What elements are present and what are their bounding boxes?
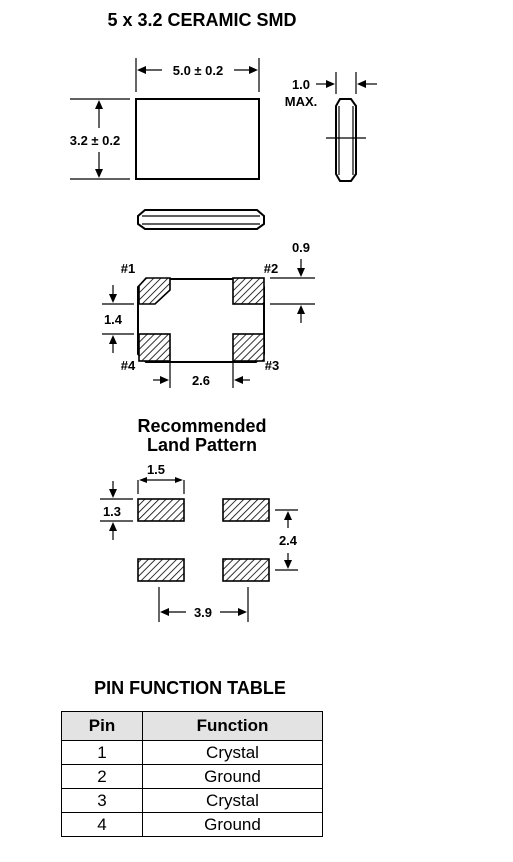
width-dimension: 3.2 ± 0.2 bbox=[70, 133, 121, 148]
land-pitch-h-dimension: 3.9 bbox=[194, 605, 212, 620]
pad-1 bbox=[138, 277, 171, 305]
table-row: 4 Ground bbox=[61, 812, 323, 837]
land-pattern: Recommended Land Pattern 1.5 1.3 2.4 bbox=[100, 416, 298, 622]
cell-function: Ground bbox=[142, 812, 323, 837]
package-front-view bbox=[137, 209, 265, 230]
length-dimension: 5.0 ± 0.2 bbox=[173, 63, 224, 78]
height-dimension: 1.0 bbox=[292, 77, 310, 92]
package-side-view: 1.0 MAX. bbox=[285, 72, 377, 182]
pad-pitch-dimension: 1.4 bbox=[104, 312, 123, 327]
cell-pin: 1 bbox=[61, 740, 143, 765]
cell-pin: 4 bbox=[61, 812, 143, 837]
package-top-view: 5.0 ± 0.2 3.2 ± 0.2 bbox=[70, 58, 260, 180]
table-header-row: Pin Function bbox=[61, 711, 323, 741]
cell-function: Crystal bbox=[142, 740, 323, 765]
land-pad-height-dimension: 1.3 bbox=[103, 504, 121, 519]
pin-1-label: #1 bbox=[121, 261, 135, 276]
cell-pin: 3 bbox=[61, 788, 143, 813]
pin-table-title: PIN FUNCTION TABLE bbox=[94, 678, 286, 698]
land-pattern-title-1: Recommended bbox=[137, 416, 266, 436]
land-pitch-v-dimension: 2.4 bbox=[279, 533, 298, 548]
header-function: Function bbox=[142, 711, 323, 741]
land-pad-bottom-right bbox=[222, 558, 270, 582]
pad-3 bbox=[232, 333, 265, 362]
land-pad-bottom-left bbox=[137, 558, 185, 582]
pin-2-label: #2 bbox=[264, 261, 278, 276]
height-max-note: MAX. bbox=[285, 94, 318, 109]
land-pad-width-dimension: 1.5 bbox=[147, 462, 165, 477]
pad-height-dimension: 0.9 bbox=[292, 240, 310, 255]
pin-4-label: #4 bbox=[121, 358, 136, 373]
table-row: 2 Ground bbox=[61, 764, 323, 789]
table-row: 1 Crystal bbox=[61, 740, 323, 765]
land-pad-top-right bbox=[222, 498, 270, 522]
table-row: 3 Crystal bbox=[61, 788, 323, 813]
package-bottom-view: #1 #2 #3 #4 0.9 1.4 2.6 bbox=[102, 240, 315, 388]
land-pattern-title-2: Land Pattern bbox=[147, 435, 257, 455]
cell-function: Crystal bbox=[142, 788, 323, 813]
cell-pin: 2 bbox=[61, 764, 143, 789]
header-pin: Pin bbox=[61, 711, 143, 741]
diagram-title: 5 x 3.2 CERAMIC SMD bbox=[107, 10, 296, 30]
cell-function: Ground bbox=[142, 764, 323, 789]
pad-2 bbox=[232, 277, 265, 305]
land-pad-top-left bbox=[137, 498, 185, 522]
pad-gap-dimension: 2.6 bbox=[192, 373, 210, 388]
pin-3-label: #3 bbox=[265, 358, 279, 373]
pin-function-table: Pin Function 1 Crystal 2 Ground 3 Crysta… bbox=[61, 711, 323, 837]
pad-4 bbox=[138, 333, 171, 362]
